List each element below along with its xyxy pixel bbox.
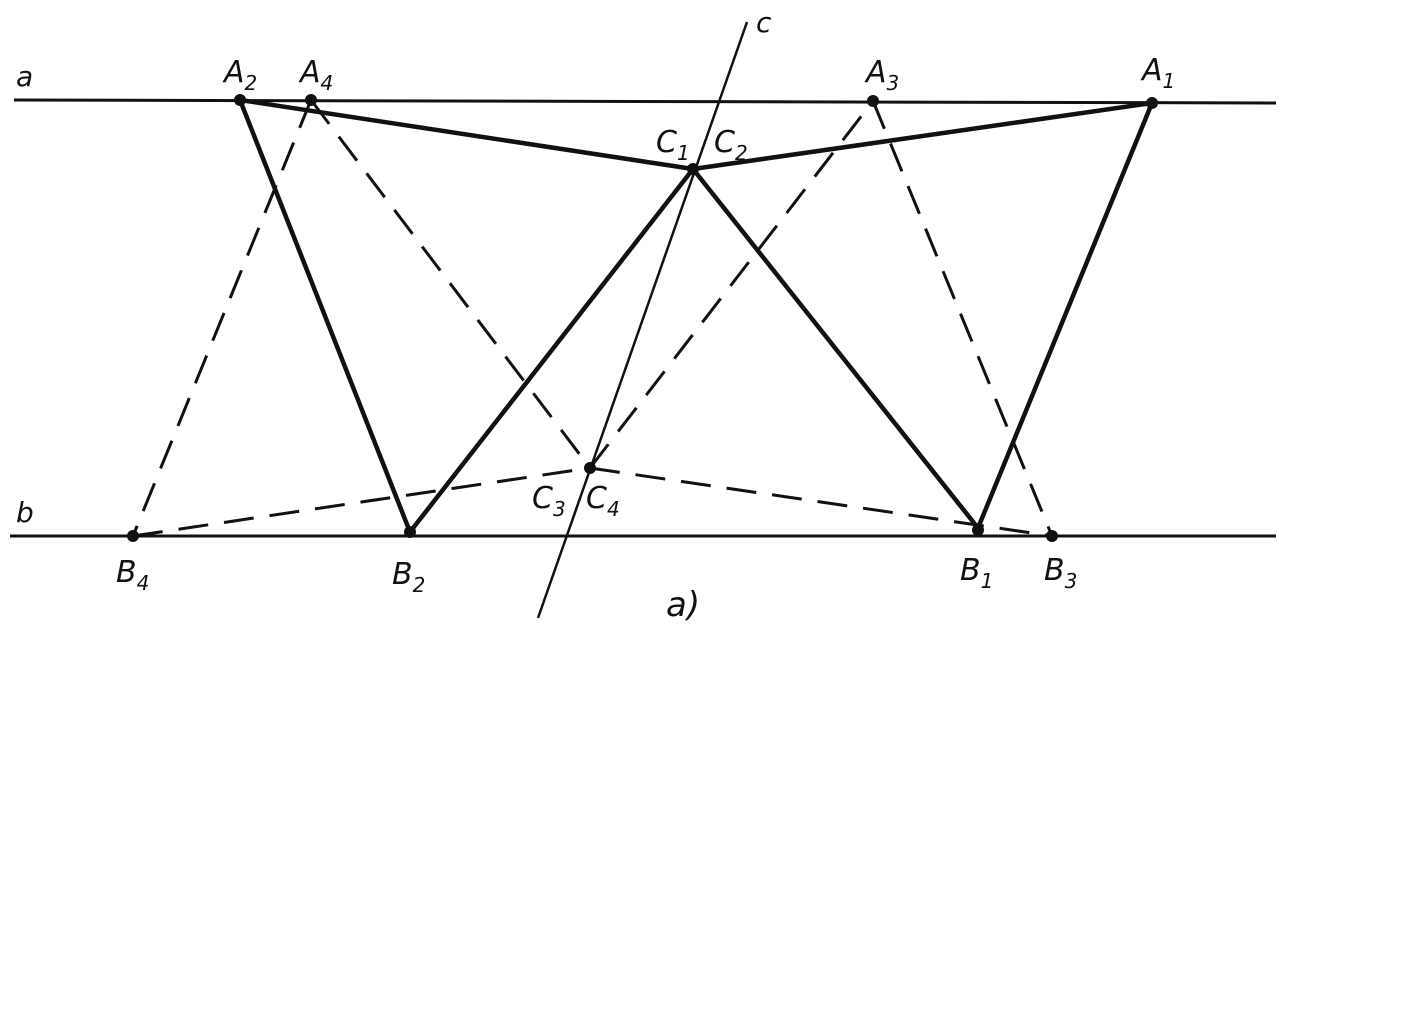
label-c3: C3 <box>532 481 566 521</box>
points <box>127 94 1158 542</box>
point-a1 <box>1146 97 1158 109</box>
label-c1: C1 <box>656 125 690 165</box>
label-c2: C2 <box>714 125 748 165</box>
point-a3 <box>867 95 879 107</box>
segment-a2-b2 <box>237 97 413 535</box>
label-line-b: b <box>16 496 34 529</box>
point-a4 <box>305 94 317 106</box>
label-b2: B2 <box>392 557 425 597</box>
segment-a3-b3 <box>871 100 1054 537</box>
label-a2: A2 <box>222 55 257 95</box>
segment-c4-a3 <box>588 100 875 469</box>
point-a2 <box>234 94 246 106</box>
point-b2 <box>404 526 416 538</box>
dashed-segments <box>131 99 1054 538</box>
segment-a4-b4 <box>131 99 313 537</box>
segment-a2-c1 <box>237 97 696 172</box>
solid-segments <box>237 97 1155 535</box>
figure-caption: a) <box>666 585 700 625</box>
segment-a4-c4 <box>309 99 592 469</box>
segment-a1-b1 <box>975 100 1155 531</box>
label-line-c: c <box>756 6 772 39</box>
line-c <box>536 21 749 619</box>
point-b1 <box>972 524 984 536</box>
label-b3: B3 <box>1044 553 1077 593</box>
label-a1: A1 <box>1140 53 1175 93</box>
label-b4: B4 <box>116 555 149 595</box>
label-line-a: a <box>16 60 33 93</box>
segment-c1-a1 <box>690 100 1155 172</box>
segment-c1-b1 <box>690 166 981 531</box>
point-c4 <box>584 462 596 474</box>
point-c1 <box>687 163 699 175</box>
label-a3: A3 <box>864 55 899 95</box>
label-c4: C4 <box>586 481 620 521</box>
segment-b4-c4 <box>132 466 591 538</box>
segment-b2-c1 <box>407 166 696 535</box>
label-b1: B1 <box>960 553 993 593</box>
segment-c4-b3 <box>589 466 1053 538</box>
label-a4: A4 <box>298 55 333 95</box>
line-a <box>13 98 1277 105</box>
point-b3 <box>1046 530 1058 542</box>
point-b4 <box>127 530 139 542</box>
